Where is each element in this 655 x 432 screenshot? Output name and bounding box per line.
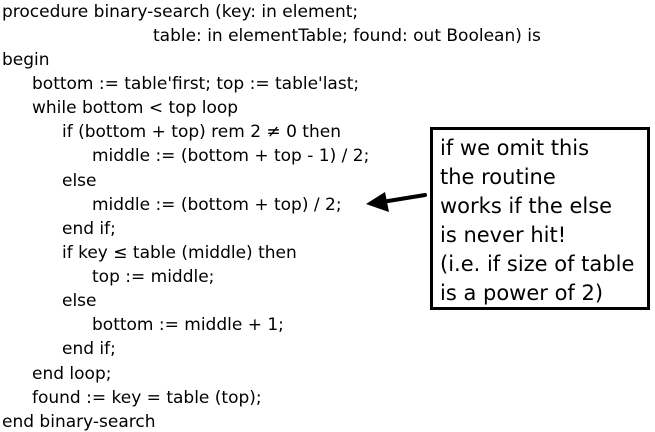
code-line-8: else [62, 171, 97, 191]
code-line-17: found := key = table (top); [32, 388, 262, 408]
code-line-13: else [62, 291, 97, 311]
code-line-4: bottom := table'first; top := table'last… [32, 74, 360, 94]
code-line-9: middle := (bottom + top) / 2; [92, 195, 342, 215]
annotation-line-2: the routine [440, 165, 556, 189]
code-line-7: middle := (bottom + top - 1) / 2; [92, 146, 370, 166]
annotation-line-1: if we omit this [440, 136, 590, 160]
code-line-6: if (bottom + top) rem 2 ≠ 0 then [62, 122, 341, 142]
code-line-18: end binary-search [2, 412, 156, 432]
annotation-line-6: is a power of 2) [440, 281, 604, 305]
code-line-15: end if; [62, 339, 116, 359]
code-line-12: top := middle; [92, 267, 215, 287]
code-line-1: procedure binary-search (key: in element… [2, 2, 359, 22]
code-line-5: while bottom < top loop [32, 98, 239, 118]
code-line-11: if key ≤ table (middle) then [62, 243, 297, 263]
code-line-2: table: in elementTable; found: out Boole… [153, 26, 541, 46]
annotation-box: if we omit this the routine works if the… [430, 127, 650, 310]
annotation-line-4: is never hit! [440, 223, 567, 247]
annotation-line-3: works if the else [440, 194, 613, 218]
annotation-line-5: (i.e. if size of table [440, 252, 635, 276]
code-line-16: end loop; [32, 364, 112, 384]
code-line-14: bottom := middle + 1; [92, 315, 284, 335]
code-line-3: begin [2, 50, 50, 70]
code-line-10: end if; [62, 219, 116, 239]
